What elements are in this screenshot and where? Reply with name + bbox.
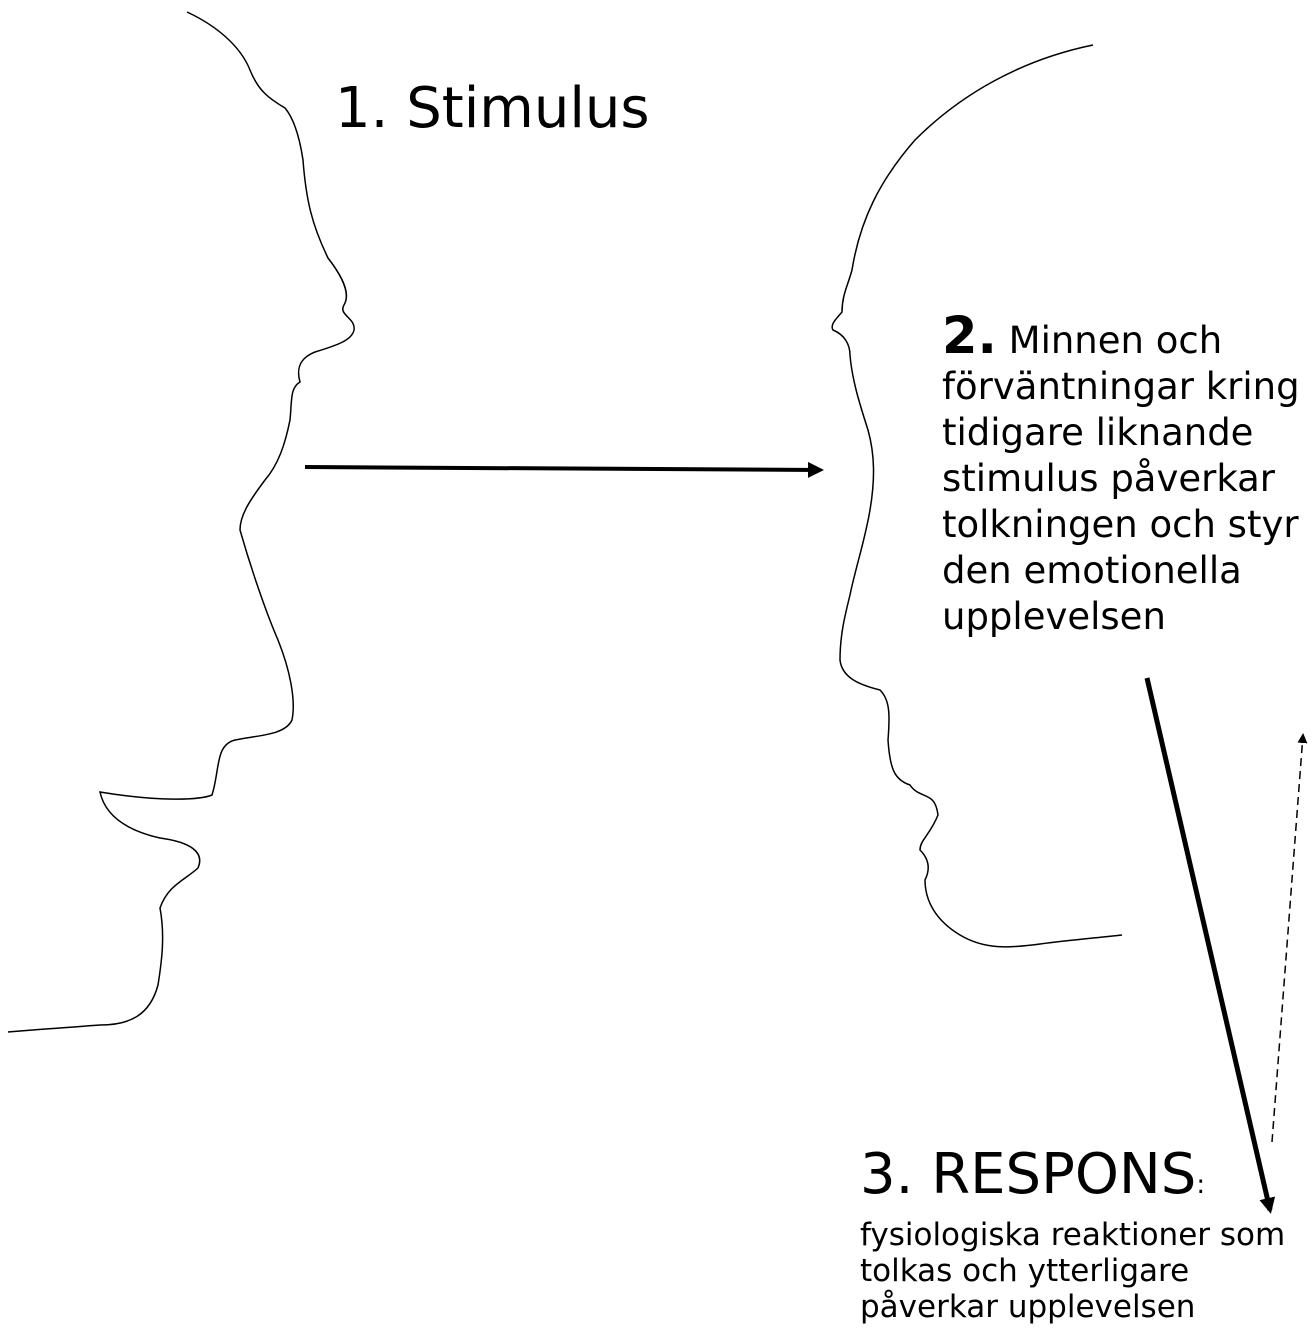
step-2-line-5: den emotionella	[942, 549, 1242, 592]
step-2-first-line: 2. Minnen och	[942, 311, 1300, 364]
step-2-line-6: upplevelsen	[942, 595, 1166, 638]
step-3-line-0: fysiologiska reaktioner som	[860, 1217, 1286, 1253]
arrow-feedback-dashed	[1271, 733, 1308, 1143]
step-2-line-1: förväntningar kring	[942, 365, 1300, 408]
left-face-profile	[7, 11, 355, 1033]
step-1-stimulus-label: 1. Stimulus	[335, 76, 650, 141]
right-face-profile	[831, 44, 1123, 948]
step-3-line-1: tolkas och ytterligare	[860, 1253, 1190, 1289]
step-2-memory-text: 2. Minnen och förväntningar kring tidiga…	[942, 311, 1300, 640]
step-3-heading: 3. RESPONS	[860, 1142, 1197, 1207]
step-3-colon: :	[1196, 1170, 1206, 1200]
arrow-perception-to-response	[1144, 677, 1276, 1214]
arrow-stimulus-to-perception	[304, 461, 824, 478]
step-2-line-2: tidigare liknande	[942, 411, 1254, 454]
step-2-number: 2.	[942, 307, 997, 366]
step-3-response-text: 3. RESPONS: fysiologiska reaktioner som …	[860, 1143, 1286, 1326]
step-3-heading-row: 3. RESPONS:	[860, 1143, 1285, 1217]
step-2-line-0: Minnen och	[1008, 319, 1223, 362]
step-2-line-3: stimulus påverkar	[942, 457, 1276, 500]
step-2-line-4: tolkningen och styr	[942, 503, 1299, 546]
step-3-line-2: påverkar upplevelsen	[860, 1289, 1196, 1325]
